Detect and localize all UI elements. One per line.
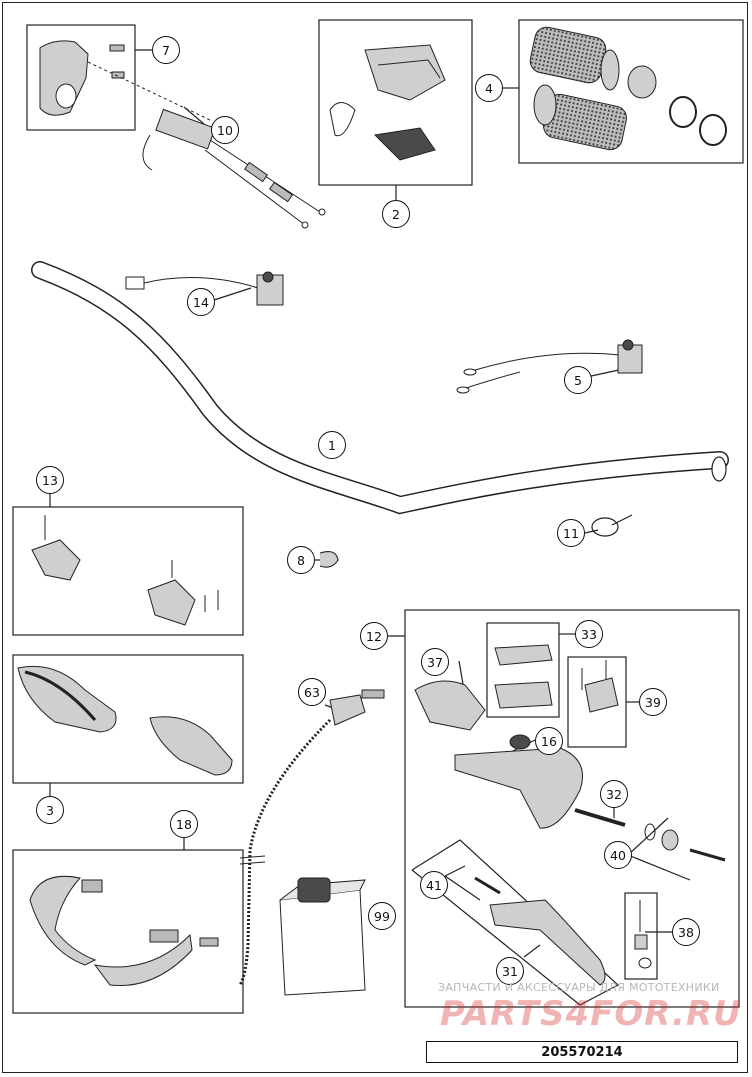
callout-13-label: 13 — [42, 472, 58, 488]
callout-32-label: 32 — [606, 786, 622, 802]
callout-5-label: 5 — [574, 372, 582, 388]
callout-31: 31 — [496, 957, 524, 985]
callout-41: 41 — [420, 871, 448, 899]
callout-4-label: 4 — [485, 80, 493, 96]
watermark-logo: PARTS4FOR.RU — [440, 994, 742, 1034]
callout-40-label: 40 — [610, 847, 626, 863]
callout-40: 40 — [604, 841, 632, 869]
handguard-mounts-part — [31, 515, 219, 626]
box-handguards — [12, 654, 244, 784]
clutch-master-part — [414, 644, 726, 986]
part-number-box: 205570214 — [426, 1041, 738, 1063]
grips-part — [529, 26, 727, 151]
callout-32: 32 — [600, 780, 628, 808]
callout-39: 39 — [639, 688, 667, 716]
callout-1-label: 1 — [328, 437, 336, 453]
box-handguard-brackets — [12, 849, 244, 1014]
box-clutch-master — [404, 609, 740, 1008]
callout-2: 2 — [382, 200, 410, 228]
callout-37-label: 37 — [427, 654, 443, 670]
callout-11-label: 11 — [563, 525, 579, 541]
part-number: 205570214 — [541, 1044, 623, 1060]
clip-part — [319, 551, 339, 568]
box-handguard-mounts — [12, 506, 244, 636]
callout-2-label: 2 — [392, 206, 400, 222]
handlebar-part — [31, 261, 729, 515]
callout-18: 18 — [170, 810, 198, 838]
callout-31-label: 31 — [502, 963, 518, 979]
start-switch-part — [329, 44, 446, 161]
watermark-caption: ЗАПЧАСТИ И АКСЕССУАРЫ ДЛЯ МОТОТЕХНИКИ — [438, 981, 720, 994]
callout-16-label: 16 — [541, 733, 557, 749]
callout-99: 99 — [368, 902, 396, 930]
box-grips — [518, 19, 744, 164]
throttle-cables-part — [142, 108, 326, 229]
kill-switch-part — [125, 271, 284, 306]
callout-37: 37 — [421, 648, 449, 676]
callout-8: 8 — [287, 546, 315, 574]
box-bolt-38 — [624, 892, 658, 980]
callout-10-label: 10 — [217, 122, 233, 138]
callout-14: 14 — [187, 288, 215, 316]
callout-13: 13 — [36, 466, 64, 494]
callout-38: 38 — [672, 918, 700, 946]
map-switch-part — [456, 339, 643, 394]
callout-3-label: 3 — [46, 802, 54, 818]
handguards-part — [17, 665, 233, 776]
callout-8-label: 8 — [297, 552, 305, 568]
bleed-syringe-part — [238, 689, 385, 986]
callout-38-label: 38 — [678, 924, 694, 940]
callout-99-label: 99 — [374, 908, 390, 924]
callout-4: 4 — [475, 74, 503, 102]
callout-10: 10 — [211, 116, 239, 144]
callout-11: 11 — [557, 519, 585, 547]
callout-1: 1 — [318, 431, 346, 459]
callout-12: 12 — [360, 622, 388, 650]
callout-14-label: 14 — [193, 294, 209, 310]
callout-33: 33 — [575, 620, 603, 648]
oil-bottle-part — [279, 877, 366, 996]
callout-16: 16 — [535, 727, 563, 755]
handguard-brackets-part — [29, 875, 219, 987]
callout-63: 63 — [298, 678, 326, 706]
box-cover — [486, 622, 560, 718]
callout-39-label: 39 — [645, 694, 661, 710]
callout-3: 3 — [36, 796, 64, 824]
callout-12-label: 12 — [366, 628, 382, 644]
callout-63-label: 63 — [304, 684, 320, 700]
callout-7-label: 7 — [162, 42, 170, 58]
callout-7: 7 — [152, 36, 180, 64]
callout-5: 5 — [564, 366, 592, 394]
callout-41-label: 41 — [426, 877, 442, 893]
cable-tie-part — [591, 514, 633, 537]
callout-33-label: 33 — [581, 626, 597, 642]
box-throttle-housing — [26, 24, 136, 131]
throttle-housing-part — [39, 40, 211, 121]
callout-18-label: 18 — [176, 816, 192, 832]
